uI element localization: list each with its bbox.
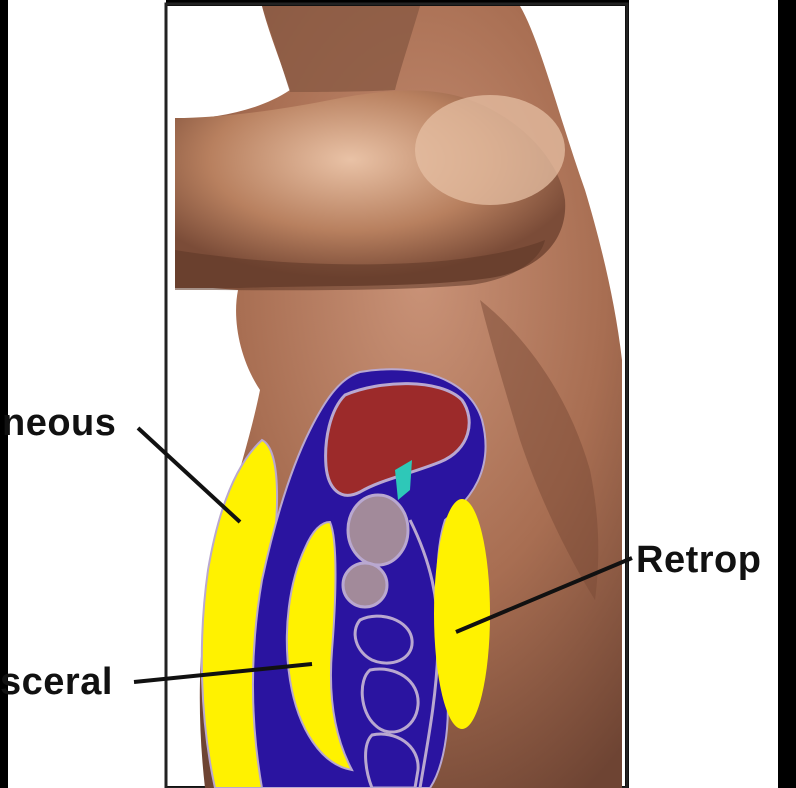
stomach [348, 495, 408, 565]
retroperitoneal-fat [434, 499, 490, 729]
organ-loop-2 [355, 616, 412, 663]
organ-loop-1 [343, 563, 387, 607]
label-retroperitoneal: Retrop [636, 541, 761, 579]
label-subcutaneous: neous [2, 404, 116, 442]
label-visceral: sceral [0, 663, 113, 701]
right-white-panel [629, 0, 778, 788]
shoulder-highlight [415, 95, 565, 205]
